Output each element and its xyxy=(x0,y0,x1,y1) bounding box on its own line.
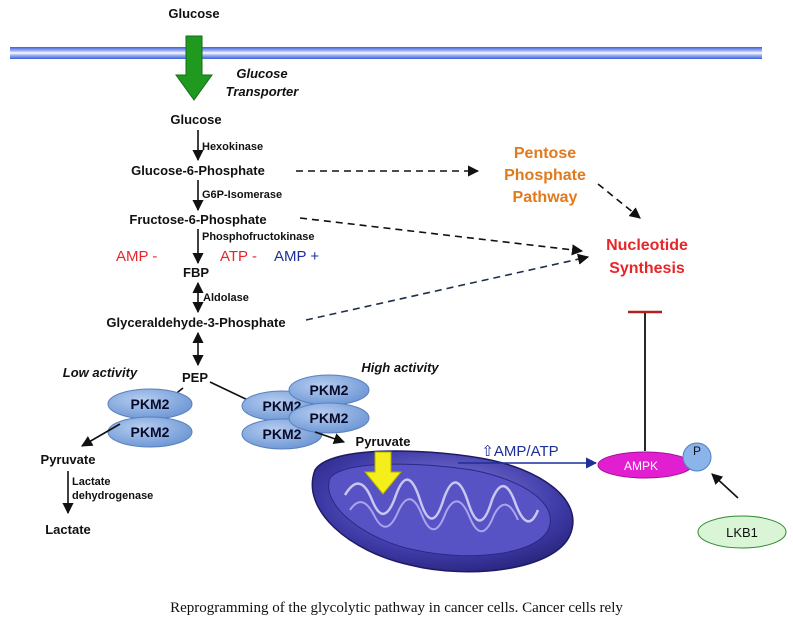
transporter-label-2: Transporter xyxy=(226,84,300,99)
atp-minus-label: ATP - xyxy=(220,248,257,265)
ldh-label-2: dehydrogenase xyxy=(72,490,153,502)
pkm2-high-3-label: PKM2 xyxy=(310,382,349,398)
ppp-label-3: Pathway xyxy=(513,189,578,206)
f6p-to-nucleotide-dashed xyxy=(299,217,584,256)
arrow-to-pyruvate-left xyxy=(81,423,121,447)
pkm2-low-1-label: PKM2 xyxy=(131,396,170,412)
g3p-to-nucleotide-dashed xyxy=(305,253,590,321)
lkb1-node xyxy=(697,515,787,549)
arrow-to-pyruvate-right xyxy=(314,431,346,445)
ppp-label-1: Pentose xyxy=(514,145,576,162)
g3p-label: Glyceraldehyde-3-Phosphate xyxy=(106,315,285,330)
g6p-isomerase-label: G6P-Isomerase xyxy=(202,189,282,201)
glucose-outside-label: Glucose xyxy=(168,6,219,21)
mitochondrion xyxy=(311,450,574,573)
pkm2-high-1-label: PKM2 xyxy=(263,398,302,414)
f6p-label: Fructose-6-Phosphate xyxy=(129,212,266,227)
ppp-label-2: Phosphate xyxy=(504,167,586,184)
cell-membrane xyxy=(10,47,762,59)
glucose-inside-label: Glucose xyxy=(170,112,221,127)
low-activity-label: Low activity xyxy=(63,365,138,380)
pkm2-high-4 xyxy=(288,402,370,434)
ampk-label: AMPK xyxy=(624,459,658,473)
figure-caption: Reprogramming of the glycolytic pathway … xyxy=(170,600,623,616)
nucleotide-label-2: Synthesis xyxy=(609,260,685,277)
pyruvate-left-label: Pyruvate xyxy=(41,452,96,467)
pkm2-low-2 xyxy=(107,416,193,448)
pep-to-high-line xyxy=(209,381,253,403)
amp-atp-label: ⇧AMP/ATP xyxy=(481,443,558,460)
lactate-label: Lactate xyxy=(45,522,91,537)
pyruvate-mito-arrow xyxy=(363,451,403,495)
transporter-label-1: Glucose xyxy=(236,66,287,81)
phospho-node xyxy=(682,442,712,472)
pkm2-high-4-label: PKM2 xyxy=(310,410,349,426)
g6p-label: Glucose-6-Phosphate xyxy=(131,163,265,178)
phospho-label: P xyxy=(693,444,701,458)
pkm2-low-2-label: PKM2 xyxy=(131,424,170,440)
nucleotide-label-1: Nucleotide xyxy=(606,237,688,254)
pep-label: PEP xyxy=(182,370,208,385)
pfk-label: Phosphofructokinase xyxy=(202,231,314,243)
glucose-transporter-arrow xyxy=(175,35,213,101)
high-activity-label: High activity xyxy=(361,360,439,375)
hexokinase-label: Hexokinase xyxy=(202,141,263,153)
lkb1-label: LKB1 xyxy=(726,525,758,540)
lkb1-to-ampk-arrow xyxy=(711,473,739,499)
pkm2-high-2-label: PKM2 xyxy=(263,426,302,442)
pyruvate-right-label: Pyruvate xyxy=(356,434,411,449)
fbp-label: FBP xyxy=(183,265,209,280)
ldh-label-1: Lactate xyxy=(72,476,111,488)
ppp-to-nucleotide-dashed xyxy=(597,183,641,219)
aldolase-label: Aldolase xyxy=(203,292,249,304)
amp-minus-label: AMP - xyxy=(116,248,157,265)
amp-plus-label: AMP + xyxy=(274,248,319,265)
